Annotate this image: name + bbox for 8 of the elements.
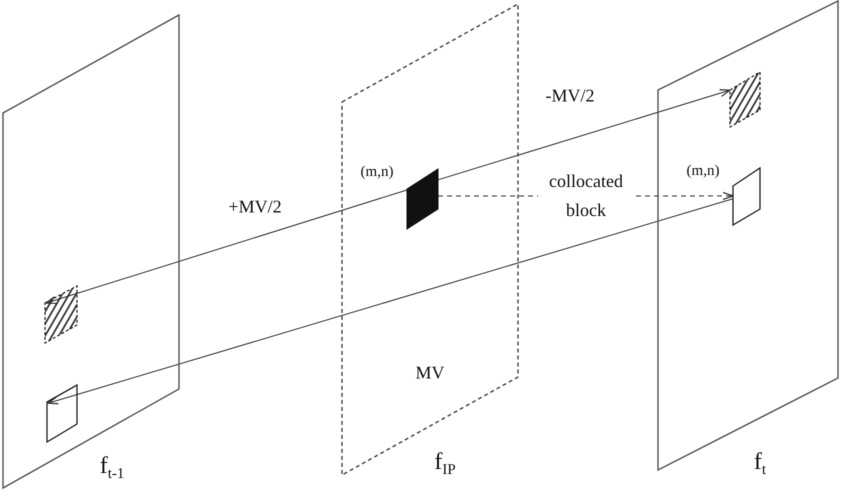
arrow (47, 198, 734, 404)
frame-label: f$_{t-1}$ (100, 452, 124, 480)
coordinate-label: (m,n) (360, 164, 394, 180)
coordinate-label: (m,n) (686, 162, 720, 180)
arrow (45, 190, 408, 304)
frame-label: f$_{IP}$ (434, 448, 456, 476)
arrow (438, 89, 731, 180)
frame-label: f$_{t}$ (754, 448, 766, 476)
